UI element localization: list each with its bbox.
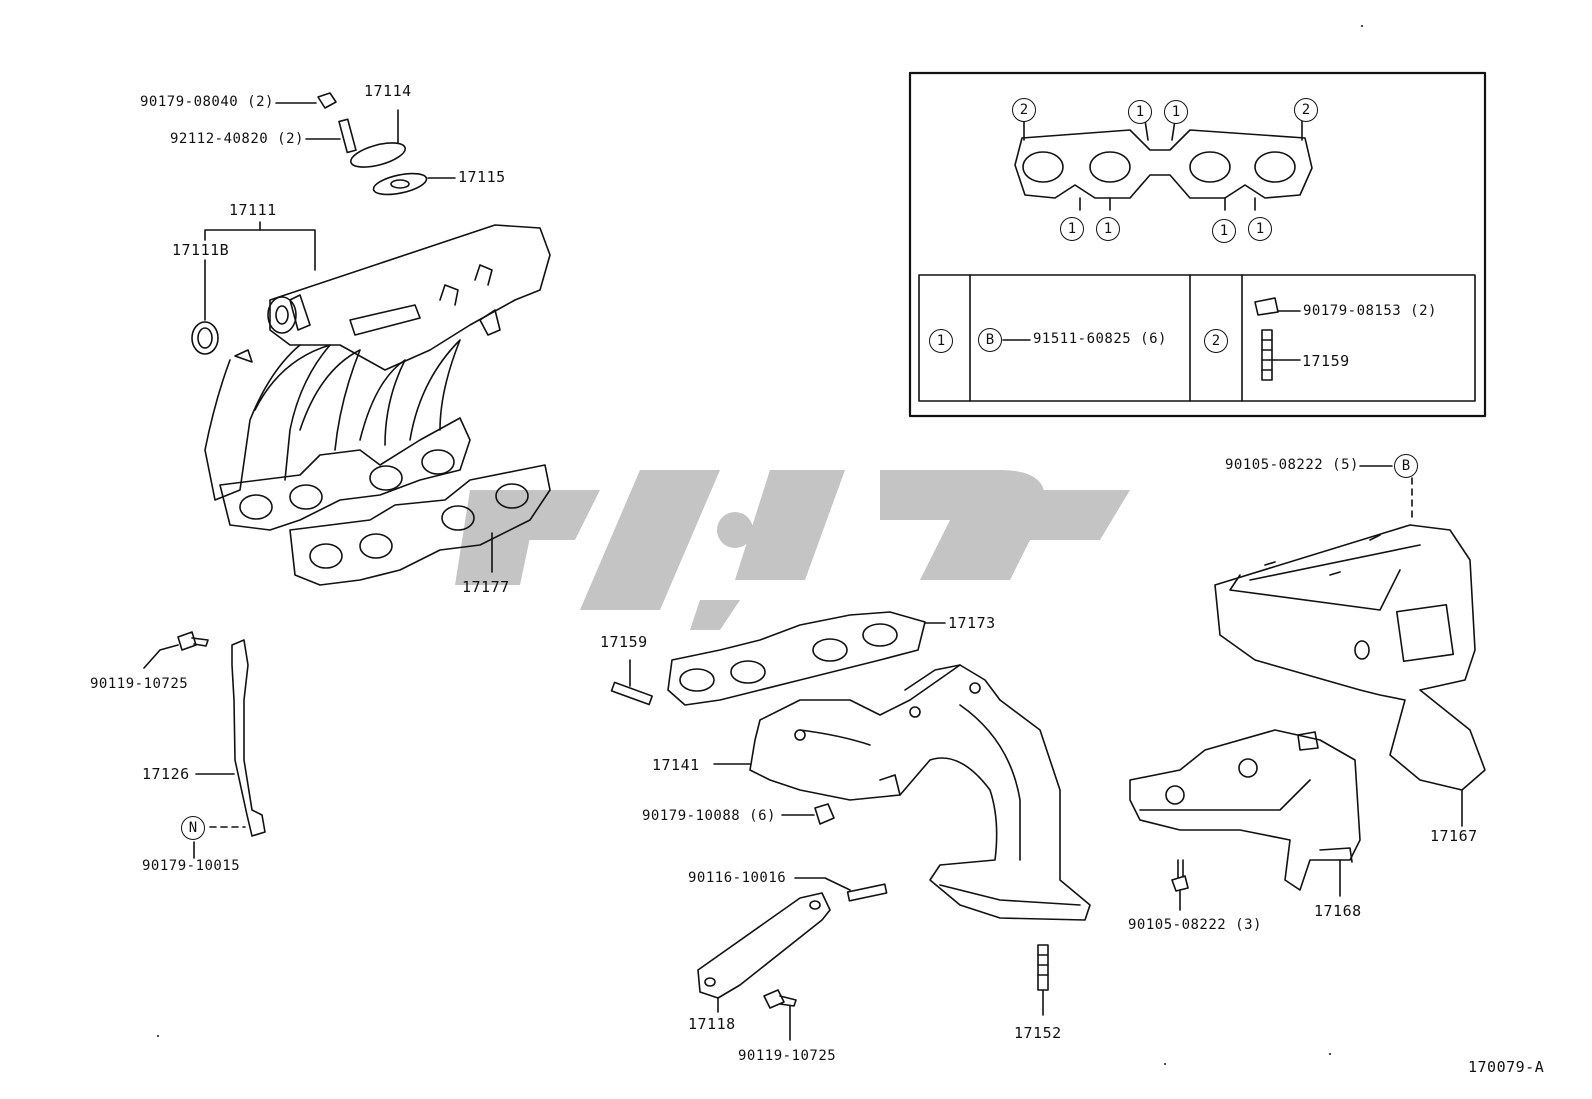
inset-table: [918, 274, 1476, 402]
stud-17152: [1037, 944, 1049, 991]
gasket-17177: [289, 464, 551, 586]
label-90119-10725-b: 90119-10725: [738, 1048, 837, 1064]
inset-frame: [908, 71, 1487, 418]
label-90119-10725-a: 90119-10725: [90, 676, 189, 692]
inset-marker-2-right: 2: [1294, 98, 1318, 122]
label-91511-60825: 91511-60825 (6): [1033, 331, 1167, 347]
label-17111b: 17111B: [172, 241, 230, 259]
gasket-17114: [350, 142, 406, 168]
label-90105-08222-5: 90105-08222 (5): [1225, 457, 1359, 473]
label-17168: 17168: [1314, 902, 1362, 920]
inset-marker-1-top-b: 1: [1164, 100, 1188, 124]
nut-90179-08040: [317, 92, 337, 109]
inset-marker-1-bottom-c: 1: [1212, 219, 1236, 243]
stud-90116-10016: [846, 883, 888, 902]
stud-92112-40820: [338, 118, 357, 154]
label-17159-a: 17159: [600, 633, 648, 651]
table-marker-b: B: [978, 328, 1002, 352]
marker-b-callout: B: [1394, 454, 1418, 478]
table-marker-2: 2: [1204, 329, 1228, 353]
gasket-17115: [372, 172, 428, 196]
heat-insulator-17168: [1129, 729, 1361, 891]
label-92112-40820: 92112-40820 (2): [170, 131, 304, 147]
inset-marker-1-bottom-d: 1: [1248, 217, 1272, 241]
stay-17126: [231, 639, 266, 837]
label-90105-08222-3: 90105-08222 (3): [1128, 917, 1262, 933]
label-17118: 17118: [688, 1015, 736, 1033]
watermark-logo: [455, 470, 1130, 630]
ring-17111b: [191, 321, 219, 355]
intake-manifold-17111: [204, 224, 551, 501]
table-marker-1: 1: [929, 329, 953, 353]
label-17167: 17167: [1430, 827, 1478, 845]
label-90179-08153: 90179-08153 (2): [1303, 303, 1437, 319]
label-17114: 17114: [364, 82, 412, 100]
scan-specks: [157, 25, 1363, 1065]
inset-marker-1-bottom-b: 1: [1096, 217, 1120, 241]
label-17126: 17126: [142, 765, 190, 783]
label-17141: 17141: [652, 756, 700, 774]
bolt-90119-10725-a: [177, 631, 209, 651]
label-17159-b: 17159: [1302, 352, 1350, 370]
gasket-17173: [667, 611, 926, 706]
label-17152: 17152: [1014, 1024, 1062, 1042]
heat-insulator-17167: [1214, 524, 1486, 791]
exhaust-manifold-17141: [749, 664, 1091, 921]
label-17177: 17177: [462, 578, 510, 596]
label-17115: 17115: [458, 168, 506, 186]
figure-id: 170079-A: [1468, 1058, 1545, 1076]
stud-17159: [610, 681, 653, 706]
inset-marker-1-top-a: 1: [1128, 100, 1152, 124]
label-90116-10016: 90116-10016: [688, 870, 787, 886]
label-90179-10015: 90179-10015: [142, 858, 241, 874]
inset-marker-1-bottom-a: 1: [1060, 217, 1084, 241]
label-90179-10088: 90179-10088 (6): [642, 808, 776, 824]
inset-gasket: [1014, 129, 1313, 199]
marker-n: N: [181, 816, 205, 840]
label-17173: 17173: [948, 614, 996, 632]
nut-90179-10088: [814, 803, 835, 825]
intake-flange: [219, 417, 471, 531]
bracket-17118: [697, 892, 831, 999]
label-17111: 17111: [229, 201, 277, 219]
label-90179-08040: 90179-08040 (2): [140, 94, 274, 110]
bolt-90105-08222: [1171, 859, 1189, 892]
inset-marker-2-left: 2: [1012, 98, 1036, 122]
bolt-90119-10725-b: [763, 989, 797, 1009]
